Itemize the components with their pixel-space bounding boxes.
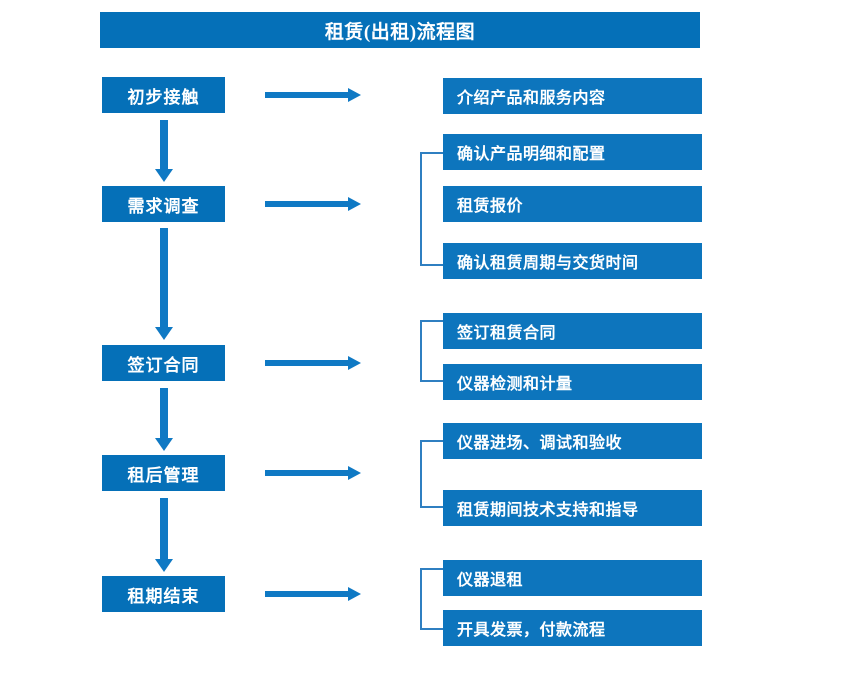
detail-arrow-right-3 [265,356,361,370]
flow-arrow-down-4 [155,498,173,572]
stage-box-sign-contract[interactable]: 签订合同 [102,345,225,381]
stage-box-initial-contact[interactable]: 初步接触 [102,77,225,113]
group-bracket-lease-end [420,568,443,630]
detail-arrow-right-4 [265,466,361,480]
arrow-head [155,169,173,182]
page-title: 租赁(出租)流程图 [100,12,700,48]
group-bracket-requirement-survey [420,152,443,266]
detail-box-introduce-products[interactable]: 介绍产品和服务内容 [443,78,702,114]
detail-arrow-right-2 [265,197,361,211]
stage-box-lease-end[interactable]: 租期结束 [102,576,225,612]
arrow-shaft [160,228,168,327]
detail-box-instrument-onsite-commissioning[interactable]: 仪器进场、调试和验收 [443,423,702,459]
arrow-shaft [265,591,349,597]
detail-box-instrument-inspection[interactable]: 仪器检测和计量 [443,364,702,400]
detail-box-confirm-lease-period[interactable]: 确认租赁周期与交货时间 [443,243,702,279]
group-bracket-sign-contract [420,320,443,382]
arrow-head [348,88,361,102]
arrow-shaft [265,360,349,366]
arrow-head [155,438,173,451]
detail-box-confirm-product-details[interactable]: 确认产品明细和配置 [443,134,702,170]
arrow-head [348,356,361,370]
arrow-head [155,559,173,572]
arrow-shaft [160,388,168,438]
group-bracket-post-rental-management [420,440,443,508]
detail-box-instrument-return[interactable]: 仪器退租 [443,560,702,596]
detail-box-technical-support[interactable]: 租赁期间技术支持和指导 [443,490,702,526]
stage-box-requirement-survey[interactable]: 需求调查 [102,186,225,222]
detail-arrow-right-5 [265,587,361,601]
arrow-shaft [160,498,168,559]
arrow-head [348,587,361,601]
arrow-head [348,466,361,480]
arrow-shaft [265,201,349,207]
stage-box-post-rental-management[interactable]: 租后管理 [102,455,225,491]
detail-box-invoice-payment[interactable]: 开具发票，付款流程 [443,610,702,646]
flow-arrow-down-1 [155,120,173,182]
detail-box-sign-lease-contract[interactable]: 签订租赁合同 [443,313,702,349]
arrow-shaft [265,470,349,476]
arrow-head [155,327,173,340]
flow-arrow-down-3 [155,388,173,451]
flow-arrow-down-2 [155,228,173,340]
detail-arrow-right-1 [265,88,361,102]
detail-box-rental-quotation[interactable]: 租赁报价 [443,186,702,222]
arrow-shaft [265,92,349,98]
arrow-head [348,197,361,211]
arrow-shaft [160,120,168,169]
